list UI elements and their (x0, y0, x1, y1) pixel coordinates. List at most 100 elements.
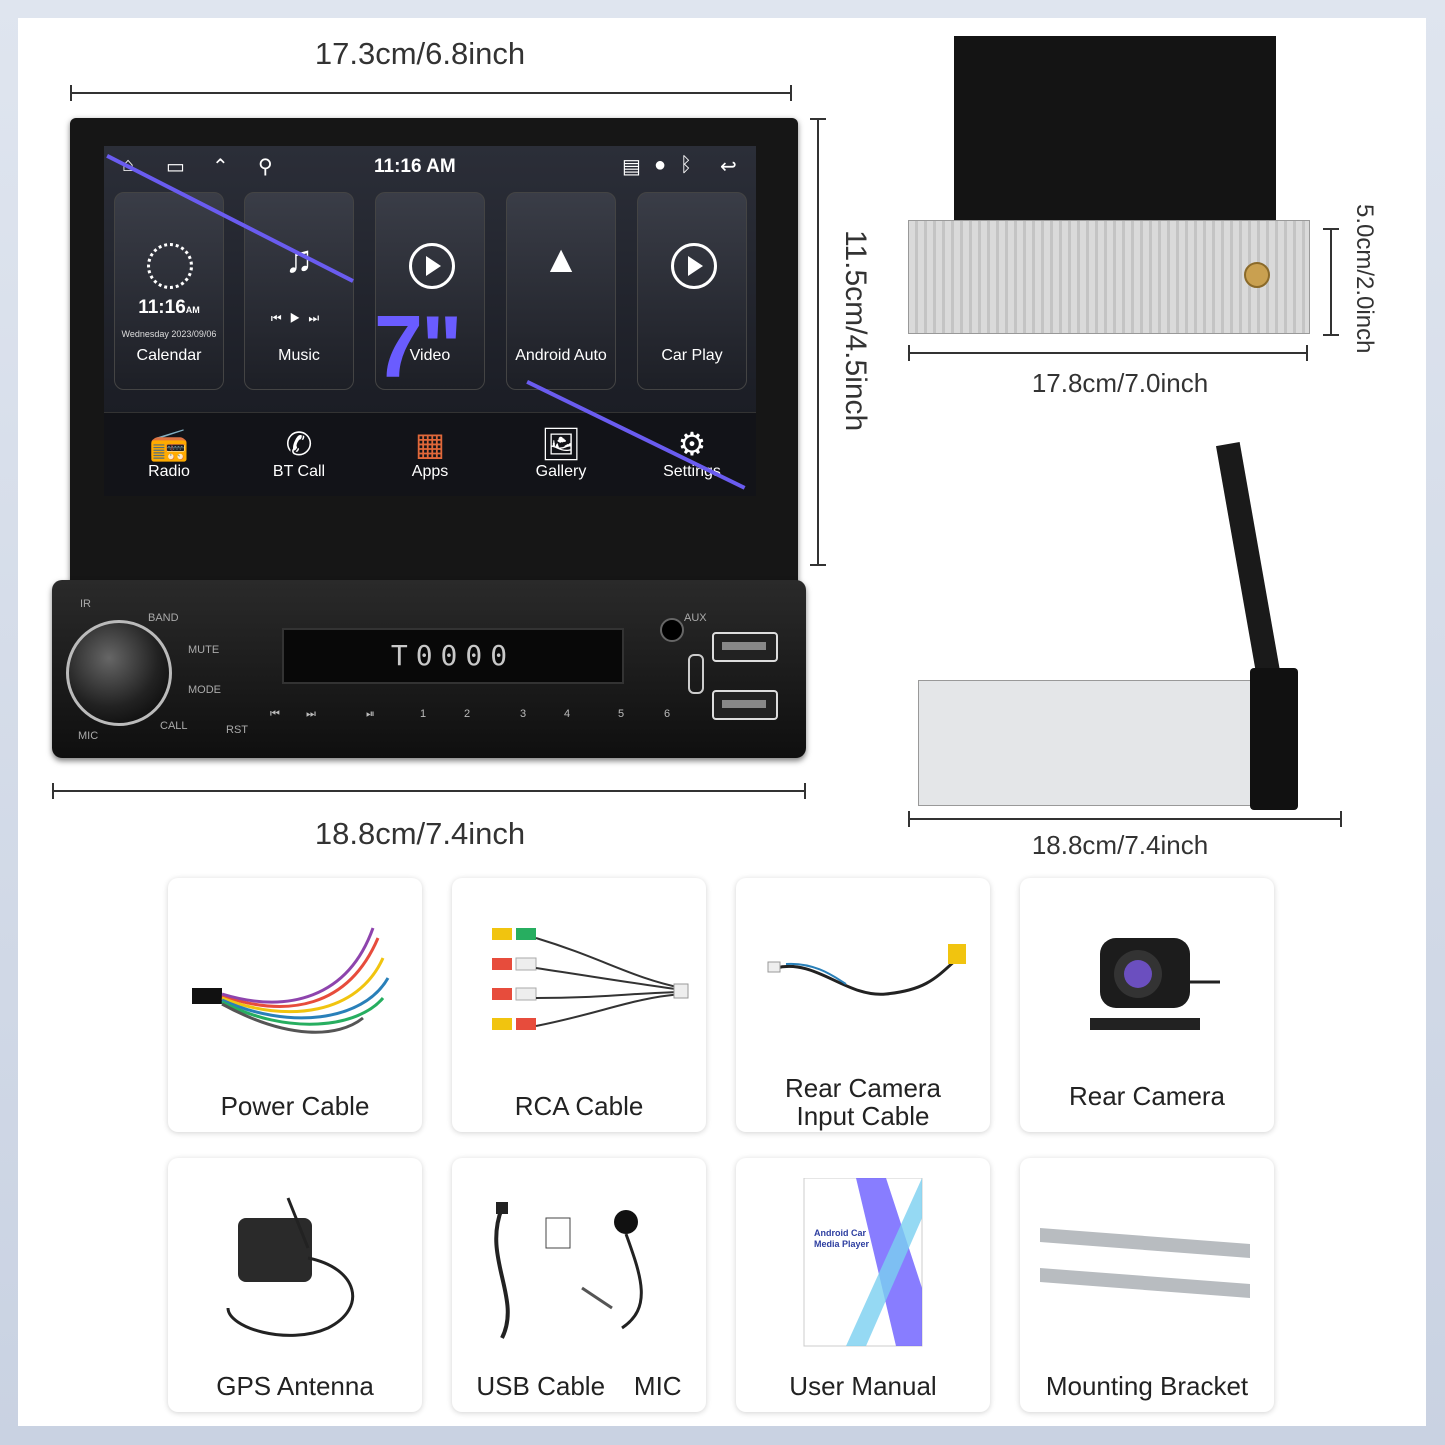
dimension-screen-height: 11.5cm/4.5inch (839, 230, 872, 432)
preset-6[interactable]: 6 (664, 708, 671, 720)
top-view-chassis (908, 220, 1310, 334)
mute-button[interactable]: MUTE (188, 644, 220, 656)
play-circle-icon (409, 243, 455, 289)
antenna-connector-icon (1244, 262, 1270, 288)
tile-calendar-label: Calendar (136, 347, 202, 364)
volume-knob[interactable] (66, 620, 172, 726)
phone-icon: ✆ (285, 426, 313, 462)
status-time: 11:16 AM (374, 156, 456, 177)
faceplate-display: T0000 (282, 628, 624, 684)
calendar-date: Wednesday 2023/09/06 (121, 329, 217, 339)
dimension-line-top (70, 85, 792, 101)
tile-calendar[interactable]: 11:16AM Wednesday 2023/09/06 Calendar (114, 192, 224, 390)
android-auto-icon: ▲ (542, 239, 580, 281)
chevron-up-icon[interactable]: ⌃ (212, 156, 229, 178)
gps-antenna-image (226, 1197, 355, 1337)
accessory-rear-camera-input-cable: Rear Camera Input Cable (736, 878, 990, 1132)
apps-grid-icon: ▦ (414, 426, 446, 462)
dimension-side-view-width: 18.8cm/7.4inch (1031, 830, 1209, 860)
side-view-chassis (918, 680, 1256, 806)
tile-video-label: Video (409, 347, 451, 364)
prev-track-button[interactable]: ⏮ (270, 708, 280, 720)
preset-5[interactable]: 5 (618, 708, 625, 720)
user-manual-image (803, 1178, 923, 1347)
tile-android-auto-label: Android Auto (515, 347, 607, 364)
location-icon: ● (654, 154, 667, 176)
dock-bt-call[interactable]: ✆BT Call (244, 413, 354, 496)
tile-music-label: Music (278, 347, 320, 364)
screen-size-label: 7" (374, 297, 463, 396)
dimension-top-view-height: 5.0cm/2.0inch (1351, 204, 1378, 354)
touch-screen: ⌂ ▭ ⌃ ⚲ 11:16 AM ▤ ● ᛒ ↩ 11:16AM Wednesd… (104, 146, 756, 496)
rca-cable-image (492, 928, 689, 1030)
gallery-icon: 🖼 (540, 426, 582, 462)
dimension-top-view-width: 17.8cm/7.0inch (1031, 368, 1209, 398)
dimension-line-top-view-width (908, 345, 1308, 361)
tile-car-play-label: Car Play (661, 347, 723, 364)
aux-label: AUX (684, 612, 707, 624)
dock-apps[interactable]: ▦Apps (375, 413, 485, 496)
accessory-label: Mounting Bracket (1045, 1371, 1249, 1401)
accessory-label: GPS Antenna (216, 1371, 374, 1401)
dimension-line-height (810, 118, 826, 566)
accessory-mounting-bracket: Mounting Bracket (1020, 1158, 1274, 1412)
rst-button[interactable]: RST (226, 724, 248, 736)
tile-android-auto[interactable]: ▲ Android Auto (506, 192, 616, 390)
calendar-time: 11:16AM (115, 297, 223, 319)
dimension-line-bottom (52, 783, 806, 799)
preset-4[interactable]: 4 (564, 708, 571, 720)
preset-2[interactable]: 2 (464, 708, 471, 720)
usb-port-2[interactable] (712, 690, 778, 720)
ir-label: IR (80, 598, 91, 610)
mic-label: MIC (78, 730, 99, 742)
bluetooth-icon: ᛒ (680, 154, 692, 176)
power-cable-image (192, 927, 390, 1034)
dock-bt-call-label: BT Call (272, 463, 326, 480)
clock-icon (147, 243, 193, 289)
usb-icon: ⚲ (258, 156, 273, 178)
aux-port[interactable] (660, 618, 684, 642)
next-track-button[interactable]: ⏭ (306, 708, 316, 720)
mode-button[interactable]: MODE (188, 684, 221, 696)
accessory-rear-camera: Rear Camera (1020, 878, 1274, 1132)
status-bar: ⌂ ▭ ⌃ ⚲ 11:16 AM ▤ ● ᛒ ↩ (104, 146, 756, 186)
preset-1[interactable]: 1 (420, 708, 427, 720)
back-icon[interactable]: ↩ (720, 156, 737, 178)
top-view-screen-flap (954, 36, 1276, 224)
tile-car-play[interactable]: Car Play (637, 192, 747, 390)
recent-apps-icon[interactable]: ▭ (166, 156, 185, 178)
accessory-label: Rear Camera Input Cable (784, 1073, 942, 1131)
dock-radio[interactable]: 📻Radio (114, 413, 224, 496)
accessory-user-manual: Android Car Media Player User Manual (736, 1158, 990, 1412)
carplay-icon (671, 243, 717, 289)
dock-radio-label: Radio (148, 463, 190, 480)
tile-music[interactable]: ♫ ⏮▶⏭ Music (244, 192, 354, 390)
dimension-line-side-view (908, 811, 1342, 827)
accessory-label: Power Cable (220, 1091, 370, 1121)
play-pause-button[interactable]: ⏯ (366, 708, 375, 720)
accessory-usb-cable-mic: USB Cable MIC (452, 1158, 706, 1412)
usb-port-1[interactable] (712, 632, 778, 662)
dock-gallery-label: Gallery (535, 463, 587, 480)
preset-3[interactable]: 3 (520, 708, 527, 720)
accessory-label: User Manual (789, 1371, 937, 1401)
dock-gallery[interactable]: 🖼Gallery (506, 413, 616, 496)
dimension-bottom-width: 18.8cm/7.4inch (314, 816, 526, 851)
dock-apps-label: Apps (411, 463, 449, 480)
band-button[interactable]: BAND (148, 612, 179, 624)
dimension-line-top-view-height (1323, 228, 1339, 336)
app-dock: 📻Radio ✆BT Call ▦Apps 🖼Gallery ⚙Settings (104, 412, 756, 496)
mounting-bracket-image (1040, 1228, 1250, 1298)
tile-video[interactable]: Video (375, 192, 485, 390)
preset-row: ⏮ ⏭ ⏯ 1 2 3 4 5 6 (256, 708, 706, 726)
dimension-top-width: 17.3cm/6.8inch (314, 36, 526, 71)
usb-c-port[interactable] (688, 654, 704, 694)
rear-camera-image (1090, 938, 1220, 1030)
calendar-time-value: 11:16 (138, 297, 186, 318)
accessory-power-cable: Power Cable (168, 878, 422, 1132)
accessory-label: Rear Camera (1068, 1081, 1226, 1111)
accessory-gps-antenna: GPS Antenna (168, 1158, 422, 1412)
call-button[interactable]: CALL (160, 720, 188, 732)
side-view-faceplate (1250, 668, 1298, 810)
accessory-label: RCA Cable (514, 1091, 644, 1121)
